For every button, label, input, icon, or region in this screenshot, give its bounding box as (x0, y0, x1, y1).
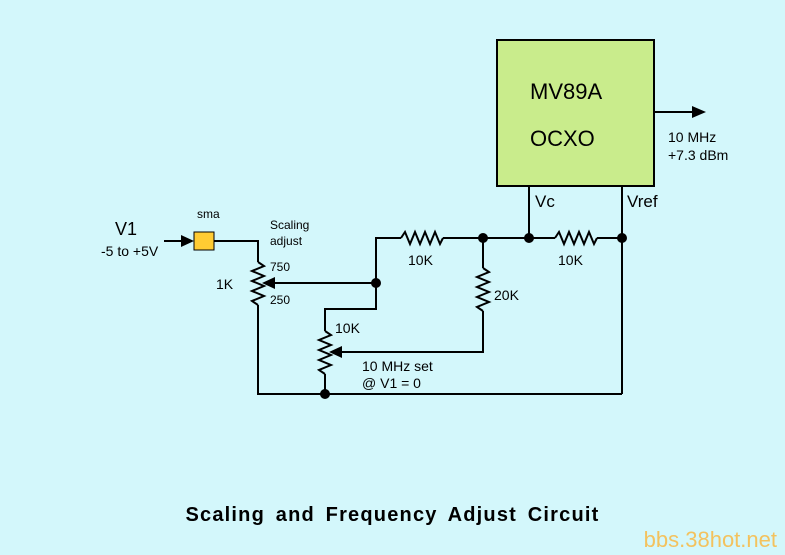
vc-pin-label: Vc (535, 192, 555, 211)
set-pot-value: 10K (335, 320, 361, 336)
ocxo-block (496, 39, 655, 187)
set-pot-top-wire (324, 283, 377, 331)
scaling-label-1: Scaling (270, 218, 309, 232)
input-range: -5 to +5V (101, 243, 159, 259)
r1-value: 10K (408, 252, 434, 268)
input-name: V1 (115, 219, 137, 239)
scaling-pot-bottom-wire (257, 305, 622, 395)
set-wiper-arrowhead (329, 346, 342, 358)
set-pot-label-2: @ V1 = 0 (362, 375, 421, 391)
connector-label: sma (197, 207, 220, 221)
set-pot-element (316, 330, 334, 375)
junction-dot-ground (320, 389, 330, 399)
junction-dot-vc (524, 233, 534, 243)
set-pot-label-1: 10 MHz set (362, 358, 433, 374)
diagram-title: Scaling and Frequency Adjust Circuit (185, 504, 600, 526)
output-arrowhead (692, 106, 706, 118)
scaling-tap-low: 250 (270, 293, 290, 307)
top-left-wire (375, 237, 401, 309)
watermark: bbs.38hot.net (643, 527, 777, 552)
scaling-label-2: adjust (270, 234, 303, 248)
scaling-tap-high: 750 (270, 260, 290, 274)
junction-dot-r1-r3 (478, 233, 488, 243)
r3-element (474, 267, 492, 312)
r3-value: 20K (494, 287, 520, 303)
input-arrowhead (181, 235, 194, 247)
r2-element (554, 229, 598, 247)
scaling-wiper-arrowhead (262, 277, 275, 289)
ocxo-model: MV89A (530, 79, 602, 104)
scaling-pot-element (249, 261, 267, 306)
sma-connector (193, 231, 215, 251)
r2-value: 10K (558, 252, 584, 268)
r1-element (400, 229, 444, 247)
ocxo-type: OCXO (530, 126, 595, 151)
junction-dot-vref (617, 233, 627, 243)
r3-bottom-wire (340, 311, 484, 353)
connector-to-pot-wire (214, 240, 259, 262)
output-level: +7.3 dBm (668, 147, 728, 163)
output-frequency: 10 MHz (668, 129, 716, 145)
junction-dot-wiper (371, 278, 381, 288)
vref-pin-label: Vref (627, 192, 658, 211)
scaling-pot-value: 1K (216, 276, 234, 292)
